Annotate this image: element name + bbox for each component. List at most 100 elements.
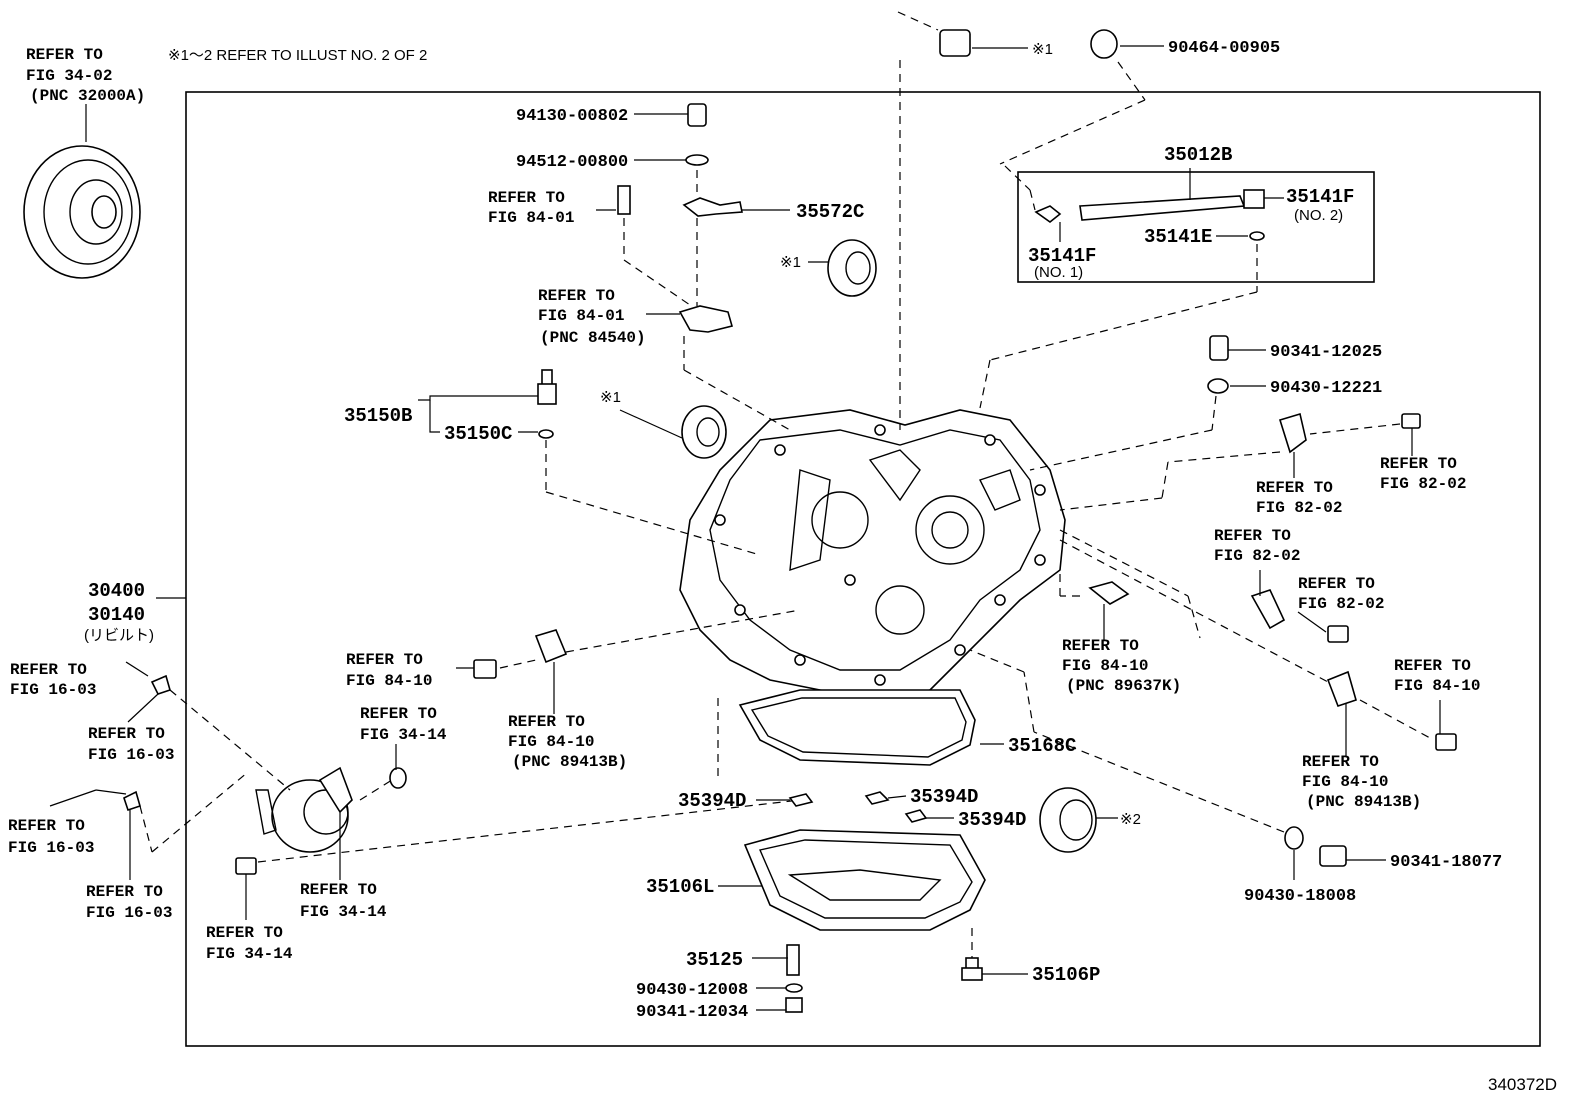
svg-text:(PNC 84540): (PNC 84540) bbox=[540, 329, 646, 347]
ref-fig84-01-b[interactable]: REFER TO FIG 84-01 (PNC 84540) bbox=[538, 287, 646, 347]
label-90430-18008: 90430-18008 bbox=[1244, 887, 1356, 906]
svg-text:REFER TO: REFER TO bbox=[8, 817, 85, 835]
svg-text:FIG 82-02: FIG 82-02 bbox=[1214, 547, 1300, 565]
ref-fig82-02-d[interactable]: REFER TO FIG 82-02 bbox=[1298, 575, 1384, 613]
label-35150c: 35150C bbox=[444, 423, 512, 445]
ref-fig84-10-d[interactable]: REFER TO FIG 84-10 bbox=[1394, 657, 1480, 695]
transaxle-case-icon bbox=[679, 409, 1066, 701]
svg-text:REFER TO: REFER TO bbox=[1062, 637, 1139, 655]
sensor-89413b-right-icon bbox=[1059, 539, 1457, 751]
ref-fig34-14-a[interactable]: REFER TO FIG 34-14 bbox=[360, 705, 447, 744]
svg-text:FIG 16-03: FIG 16-03 bbox=[86, 904, 172, 922]
torque-converter-icon bbox=[23, 104, 141, 279]
label-90341-18077: 90341-18077 bbox=[1390, 853, 1502, 872]
svg-text:REFER TO: REFER TO bbox=[26, 46, 103, 64]
svg-text:REFER TO: REFER TO bbox=[346, 651, 423, 669]
label-90430-12221: 90430-12221 bbox=[1270, 379, 1382, 398]
svg-text:FIG 34-14: FIG 34-14 bbox=[300, 903, 387, 921]
svg-text:FIG 84-10: FIG 84-10 bbox=[508, 733, 594, 751]
svg-text:REFER TO: REFER TO bbox=[1380, 455, 1457, 473]
shift-shaft-inset bbox=[979, 165, 1375, 409]
top-note: ※1～2 REFER TO ILLUST NO. 2 OF 2 bbox=[168, 47, 427, 64]
oil-pan-icon bbox=[743, 829, 986, 931]
label-35141f-no2: 35141F bbox=[1286, 186, 1354, 208]
mark-m1-top: ※1 bbox=[1032, 41, 1053, 58]
svg-text:FIG 84-10: FIG 84-10 bbox=[1062, 657, 1148, 675]
ref-fig84-10-e[interactable]: REFER TO FIG 84-10 (PNC 89413B) bbox=[1302, 753, 1421, 811]
svg-text:FIG 16-03: FIG 16-03 bbox=[10, 681, 96, 699]
svg-text:(PNC 89637K): (PNC 89637K) bbox=[1066, 677, 1181, 695]
washer-bolt-18008-icon bbox=[969, 649, 1347, 867]
svg-text:REFER TO: REFER TO bbox=[488, 189, 565, 207]
mark-m1-seal: ※1 bbox=[600, 389, 621, 406]
svg-text:FIG 16-03: FIG 16-03 bbox=[8, 839, 94, 857]
ref-fig16-03-a[interactable]: REFER TO FIG 16-03 bbox=[10, 661, 96, 699]
ref-fig82-02-b[interactable]: REFER TO FIG 82-02 bbox=[1380, 455, 1466, 493]
svg-text:FIG 34-14: FIG 34-14 bbox=[360, 726, 447, 744]
label-35394d-b: 35394D bbox=[910, 786, 978, 808]
svg-text:REFER TO: REFER TO bbox=[538, 287, 615, 305]
gasket-35168c-icon bbox=[738, 689, 976, 766]
ref-fig16-03-b[interactable]: REFER TO FIG 16-03 bbox=[88, 725, 174, 764]
gaskets-35394d-icon bbox=[717, 698, 928, 823]
svg-text:FIG 84-01: FIG 84-01 bbox=[488, 209, 574, 227]
bolt-35125-icon bbox=[785, 944, 803, 1013]
label-90341-12025: 90341-12025 bbox=[1270, 343, 1382, 362]
svg-text:REFER TO: REFER TO bbox=[88, 725, 165, 743]
ref-fig84-01-a[interactable]: REFER TO FIG 84-01 bbox=[488, 189, 574, 227]
svg-text:FIG 82-02: FIG 82-02 bbox=[1256, 499, 1342, 517]
torque-converter-ref[interactable]: REFER TO FIG 34-02 (PNC 32000A) bbox=[26, 46, 145, 105]
label-30140-sub: (リビルト) bbox=[84, 627, 154, 644]
svg-text:REFER TO: REFER TO bbox=[86, 883, 163, 901]
mark-m1-bearing: ※1 bbox=[780, 254, 801, 271]
label-35150b: 35150B bbox=[344, 405, 412, 427]
sensor-35150b-icon bbox=[537, 369, 761, 556]
label-90341-12034: 90341-12034 bbox=[636, 1003, 748, 1022]
svg-text:FIG 34-14: FIG 34-14 bbox=[206, 945, 293, 963]
ref-fig16-03-c[interactable]: REFER TO FIG 16-03 bbox=[8, 817, 94, 857]
svg-text:REFER TO: REFER TO bbox=[508, 713, 585, 731]
svg-text:REFER TO: REFER TO bbox=[1394, 657, 1471, 675]
label-35141f-no1: 35141F bbox=[1028, 245, 1096, 267]
svg-text:FIG 84-10: FIG 84-10 bbox=[346, 672, 432, 690]
svg-text:FIG 84-10: FIG 84-10 bbox=[1394, 677, 1480, 695]
svg-text:REFER TO: REFER TO bbox=[1302, 753, 1379, 771]
label-90464-00905: 90464-00905 bbox=[1168, 39, 1280, 58]
sensor-89637k-icon bbox=[1059, 572, 1130, 605]
label-35394d-c: 35394D bbox=[958, 809, 1026, 831]
svg-text:FIG 34-02: FIG 34-02 bbox=[26, 67, 112, 85]
svg-text:(PNC 32000A): (PNC 32000A) bbox=[30, 87, 145, 105]
ref-fig34-14-c[interactable]: REFER TO FIG 34-14 bbox=[206, 924, 293, 963]
label-35125: 35125 bbox=[686, 949, 743, 971]
label-94130-00802: 94130-00802 bbox=[516, 107, 628, 126]
label-30140: 30140 bbox=[88, 604, 145, 626]
label-35572c: 35572C bbox=[796, 201, 864, 223]
svg-text:(PNC 89413B): (PNC 89413B) bbox=[1306, 793, 1421, 811]
ref-fig84-10-b[interactable]: REFER TO FIG 84-10 (PNC 89413B) bbox=[508, 713, 627, 771]
sensor-89413b-left-icon bbox=[473, 609, 801, 679]
bearing-m1-icon bbox=[827, 239, 877, 297]
svg-text:REFER TO: REFER TO bbox=[10, 661, 87, 679]
svg-text:REFER TO: REFER TO bbox=[1298, 575, 1375, 593]
svg-text:FIG 84-01: FIG 84-01 bbox=[538, 307, 624, 325]
svg-text:FIG 82-02: FIG 82-02 bbox=[1298, 595, 1384, 613]
ref-fig84-10-a[interactable]: REFER TO FIG 84-10 bbox=[346, 651, 432, 690]
svg-text:REFER TO: REFER TO bbox=[206, 924, 283, 942]
ref-fig84-10-c[interactable]: REFER TO FIG 84-10 (PNC 89637K) bbox=[1062, 637, 1181, 695]
ref-fig16-03-d[interactable]: REFER TO FIG 16-03 bbox=[86, 883, 172, 922]
label-35141e: 35141E bbox=[1144, 226, 1212, 248]
ref-fig82-02-a[interactable]: REFER TO FIG 82-02 bbox=[1256, 479, 1342, 517]
ref-fig82-02-c[interactable]: REFER TO FIG 82-02 bbox=[1214, 527, 1300, 565]
svg-text:REFER TO: REFER TO bbox=[1214, 527, 1291, 545]
label-35394d-a: 35394D bbox=[678, 790, 746, 812]
mark-m2-seal: ※2 bbox=[1120, 811, 1141, 828]
ref-fig34-14-b[interactable]: REFER TO FIG 34-14 bbox=[300, 881, 387, 921]
svg-text:REFER TO: REFER TO bbox=[360, 705, 437, 723]
svg-text:FIG 16-03: FIG 16-03 bbox=[88, 746, 174, 764]
right-bolt-washer-icon bbox=[1029, 335, 1229, 471]
label-35012b: 35012B bbox=[1164, 144, 1232, 166]
label-35106l: 35106L bbox=[646, 876, 714, 898]
diagram-id: 340372D bbox=[1488, 1075, 1557, 1094]
label-35141f-no2-sub: (NO. 2) bbox=[1294, 207, 1343, 224]
